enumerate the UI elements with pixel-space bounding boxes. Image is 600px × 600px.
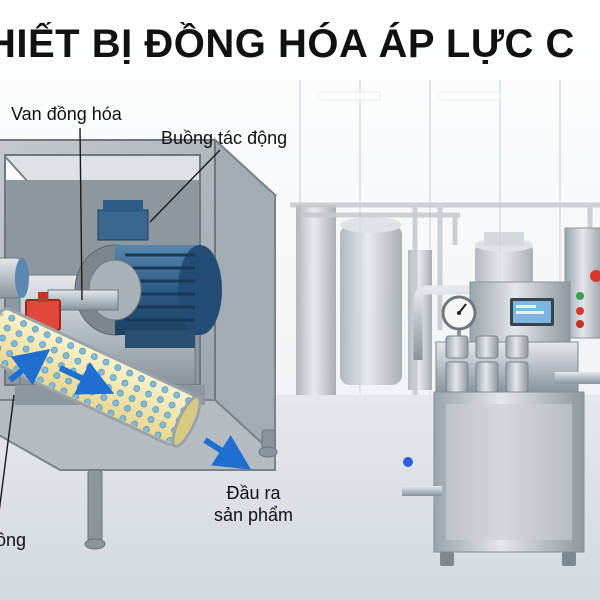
flow-arrow-inner (58, 362, 115, 395)
machine-feed-pipe (413, 285, 470, 360)
flow-arrows (8, 349, 252, 470)
motor-icon (74, 200, 222, 348)
machine-base-outlet-pipe (402, 486, 442, 496)
leader-line-chamber (149, 149, 221, 223)
pressure-gauge-icon (441, 295, 477, 345)
background-tanks (296, 205, 533, 395)
label-leader-lines (0, 127, 221, 510)
leader-line-valve (79, 127, 83, 301)
label-product-outlet-line2: sản phẩm (214, 505, 294, 525)
label-impact-chamber: Buồng tác động (161, 128, 288, 148)
housing-lower-body (0, 399, 276, 471)
indicator-light-red (590, 270, 600, 282)
inlet-pipe-stub (0, 257, 29, 299)
machine-feet (440, 552, 576, 566)
flow-arrow-output (203, 435, 252, 470)
label-product-outlet-line1: Đầu ra (226, 483, 281, 503)
label-product-outlet: Đầu ra sản phẩm (214, 482, 293, 526)
machine-base-panel (446, 404, 572, 540)
pump-cylinders (445, 335, 529, 393)
label-partial-left: ồng (0, 530, 27, 550)
housing-legs (84, 429, 278, 550)
indicator-light-red-2 (576, 307, 584, 315)
indicator-light-red-3 (576, 320, 584, 328)
label-homogenizing-valve: Van đồng hóa (11, 104, 122, 124)
valve-handle-blue (403, 457, 413, 467)
flow-arrow-left (8, 349, 51, 386)
control-screen-icon (510, 298, 554, 326)
homogenizer-machine (402, 227, 600, 566)
leader-line-cut (0, 394, 15, 510)
ceiling-lights (319, 91, 501, 101)
page-title: HIẾT BỊ ĐỒNG HÓA ÁP LỰC C (0, 22, 575, 66)
indicator-light-green (576, 292, 584, 300)
machine-control-cabinet (564, 227, 600, 339)
machine-side-pipe (555, 372, 600, 384)
cutaway-housing (0, 127, 278, 550)
